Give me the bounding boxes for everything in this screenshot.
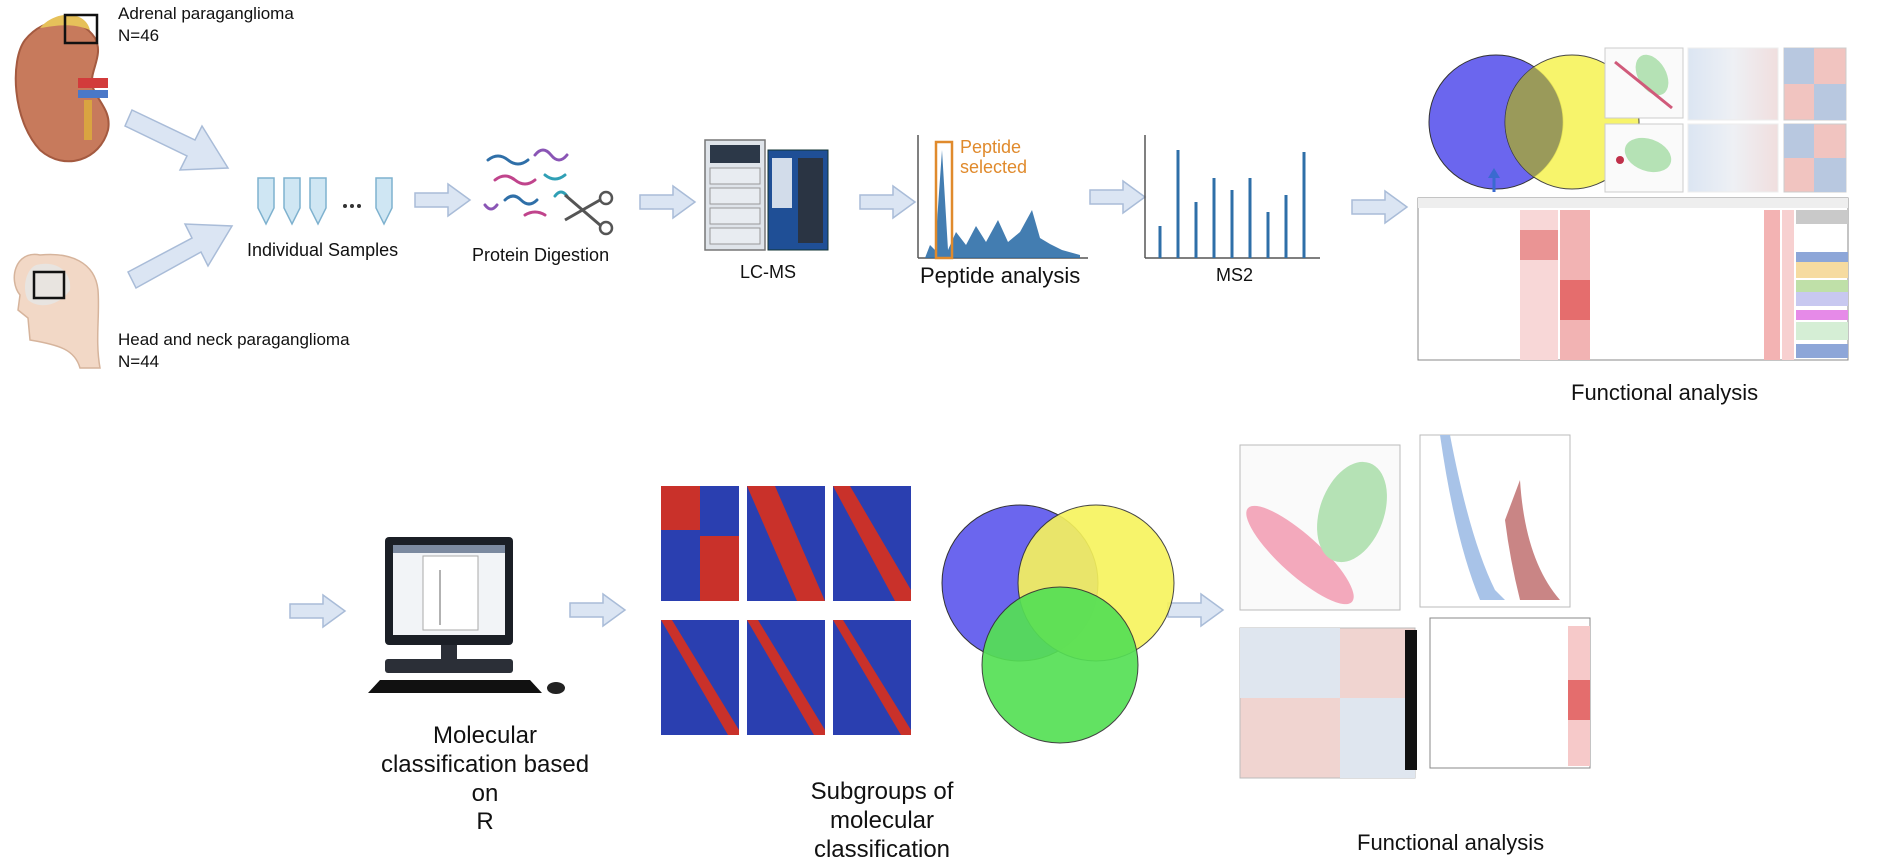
arrow-head-to-samples [127, 223, 234, 290]
digestion-label: Protein Digestion [472, 245, 610, 265]
classification-label: Molecular classification based on R [380, 722, 590, 836]
arrow-ms2-to-functional [1351, 189, 1409, 225]
arrow-start-to-computer [289, 593, 347, 629]
arrow-kidney-to-samples [124, 108, 230, 171]
head-icon [13, 253, 101, 369]
adrenal-cohort-name: Adrenal paraganglioma [118, 4, 294, 23]
arrow-computer-to-heatmaps [569, 592, 627, 628]
peptide-chromatogram [917, 135, 1088, 260]
tube-icon [257, 177, 393, 226]
subgroups-label: Subgroups of molecular classification [810, 778, 954, 863]
functional-panel-top [1417, 47, 1849, 361]
lcms-label: LC-MS [740, 262, 797, 282]
ms2-spectrum [1144, 135, 1320, 259]
functional-analysis-bottom-label: Functional analysis [1357, 830, 1545, 855]
samples-label: Individual Samples [247, 240, 399, 260]
peptide-selected-annotation: Peptide selected [960, 137, 1028, 177]
ms2-label: MS2 [1216, 265, 1254, 285]
arrow-lcms-to-peptide [859, 184, 917, 220]
instrument-icon [704, 139, 829, 251]
arrow-venn-to-functional [1167, 592, 1225, 628]
scissors-icon [564, 190, 614, 236]
subgroups-venn [941, 504, 1175, 744]
functional-analysis-top-label: Functional analysis [1571, 380, 1759, 405]
consensus-heatmaps [661, 486, 911, 735]
arrow-digestion-to-lcms [639, 184, 697, 220]
adrenal-cohort-count: N=46 [118, 26, 160, 45]
computer-icon [368, 537, 565, 694]
arrow-peptide-to-ms2 [1089, 179, 1147, 215]
peptide-analysis-label: Peptide analysis [920, 263, 1081, 288]
head-neck-cohort-count: N=44 [118, 352, 160, 371]
peptide-strands [483, 148, 569, 217]
functional-panel-bottom [1239, 434, 1591, 779]
arrow-samples-to-digestion [414, 182, 472, 218]
head-neck-cohort-name: Head and neck paraganglioma [118, 330, 350, 349]
kidney-icon [14, 13, 110, 163]
